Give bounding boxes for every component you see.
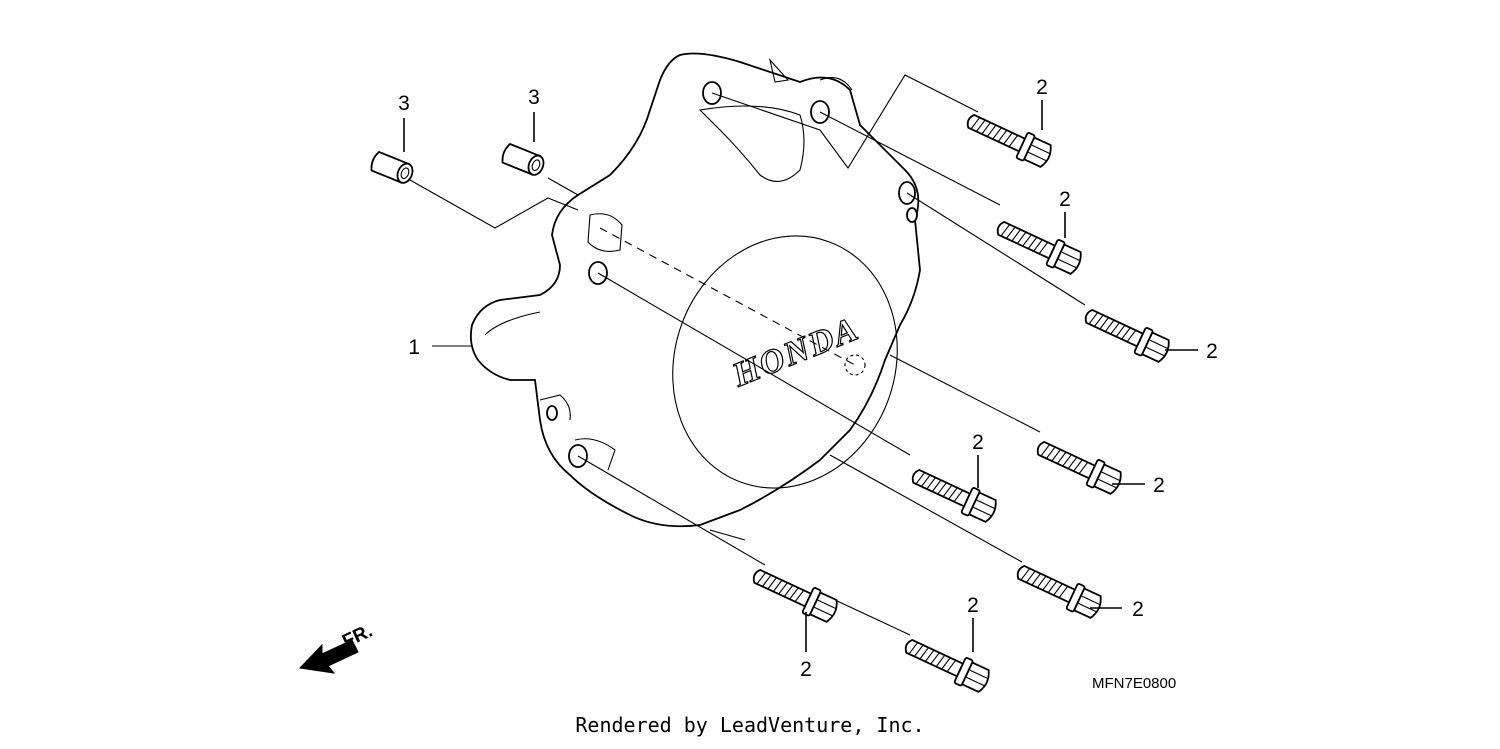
bolt-3: [1079, 301, 1174, 367]
bolt-7: [747, 561, 842, 627]
callout-bolt-2: 2: [1059, 188, 1071, 211]
callout-bolt-5: 2: [1153, 474, 1165, 497]
callout-bolt-8: 2: [967, 594, 979, 617]
callout-leaders: [403, 100, 1198, 652]
diagram-code: MFN7E0800: [1092, 675, 1176, 692]
callout-bolt-6: 2: [1132, 598, 1144, 621]
generator-cover: HONDA: [469, 52, 921, 528]
dowel-pin-1: [368, 150, 417, 187]
bolt-5: [906, 461, 1001, 527]
footer-credit: Rendered by LeadVenture, Inc.: [575, 713, 925, 737]
front-direction-arrow-icon: FR.: [298, 621, 376, 674]
callout-bolt-3: 2: [1206, 340, 1218, 363]
callout-bolt-7: 2: [800, 658, 812, 681]
callout-bolt-1: 2: [1036, 76, 1048, 99]
bolt-6: [1011, 557, 1106, 623]
bolt-4: [1031, 433, 1126, 499]
leader-lines: [409, 74, 1086, 636]
bolt-2: [991, 213, 1086, 279]
callout-bolt-4: 2: [972, 431, 984, 454]
bolt-1: [961, 106, 1056, 172]
bolt-8: [899, 631, 994, 697]
callout-dowel-right: 3: [528, 86, 540, 109]
callout-cover: 1: [408, 336, 420, 359]
callout-dowel-left: 3: [398, 92, 410, 115]
dowel-pin-2: [499, 142, 548, 179]
